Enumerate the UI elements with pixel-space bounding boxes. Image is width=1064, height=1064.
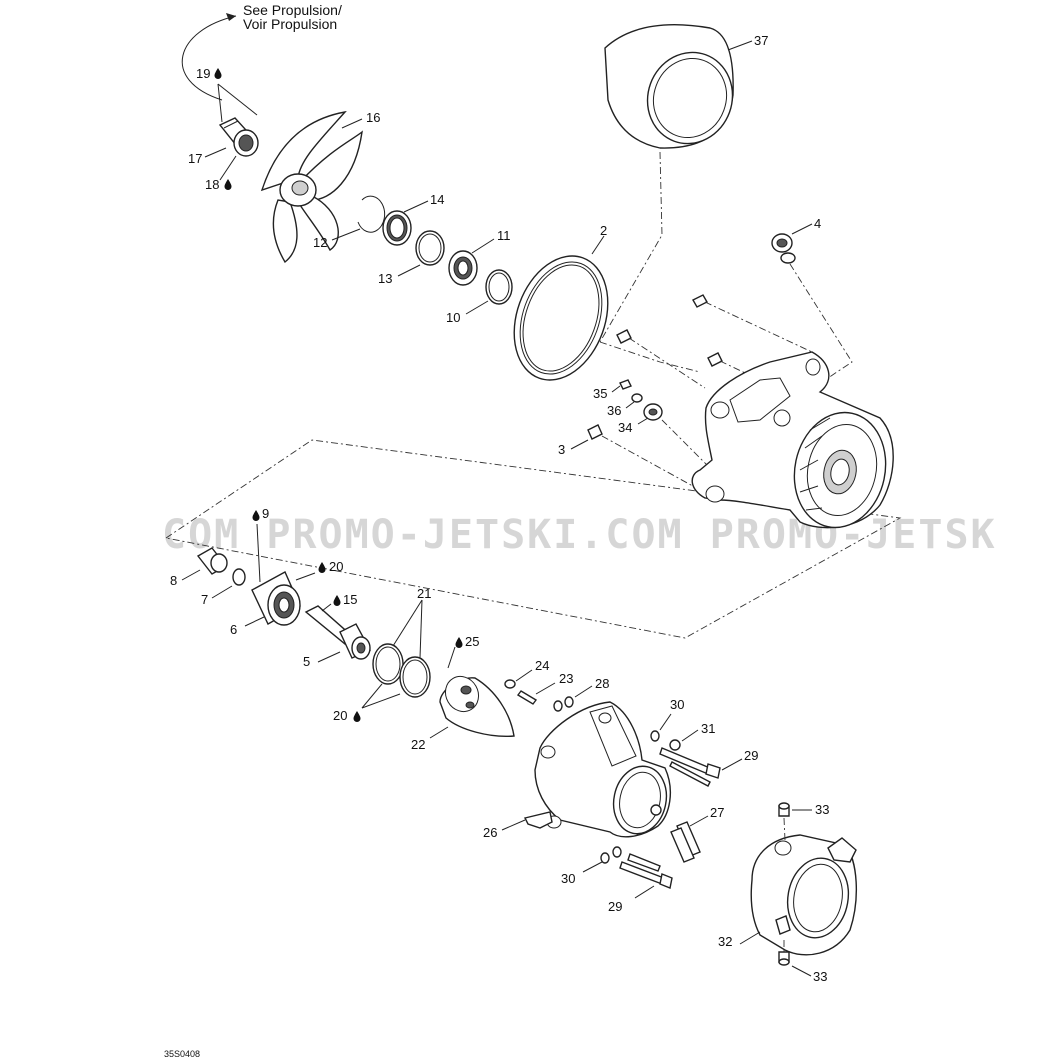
leader-37 [599,151,663,343]
part-label-29-top: 29 [744,748,758,763]
part-label-29-bottom: 29 [608,899,622,914]
part-33-bolt-bottom [778,951,790,966]
drawing-code: 35S0408 [164,1049,200,1059]
part-30-washers-lower [600,846,622,864]
part-label-22: 22 [411,737,425,752]
oil-drop-icon [214,68,222,79]
see-propulsion-label: See Propulsion/ [243,2,342,18]
oil-drop-icon [455,637,463,648]
part-label-2: 2 [600,223,607,238]
leader-4 [789,263,853,381]
part-33-bolt-top [778,802,790,817]
part-31-washer [669,739,681,751]
part-29-bolt [659,747,721,787]
part-label-26: 26 [483,825,497,840]
venturi-housing [534,701,671,838]
part-6-bearing [251,571,301,626]
part-label-14: 14 [430,192,444,207]
part-label-6: 6 [230,622,237,637]
part-label-24: 24 [535,658,549,673]
part-label-11: 11 [497,228,511,243]
part-10-o-ring [485,269,513,305]
oil-drop-icon [224,179,232,190]
part-label-15: 15 [343,592,357,607]
part-label-12: 12 [313,235,327,250]
part-37-wear-ring [604,24,734,149]
part-34-nut [643,403,663,421]
part-30-washer [650,730,660,742]
housing-bolt [707,352,723,367]
part-label-18: 18 [205,177,219,192]
part-label-36: 36 [607,403,621,418]
part-8-spacer [196,547,228,575]
oil-drop-icon [353,711,361,722]
part-label-33-top: 33 [815,802,829,817]
assembly-outline-lower [165,439,902,639]
part-label-32: 32 [718,934,732,949]
part-label-33-bottom: 33 [813,969,827,984]
part-5-shaft [304,605,371,660]
part-12-circlip [357,195,386,233]
part-label-35: 35 [593,386,607,401]
part-label-16: 16 [366,110,380,125]
part-17-sleeve [218,117,259,157]
part-label-30-bottom: 30 [561,871,575,886]
part-label-20-bottom: 20 [333,708,347,723]
leader-2 [599,341,701,373]
part-27-pins [650,804,701,863]
part-label-3: 3 [558,442,565,457]
part-11-seal [448,250,478,286]
housing-bolt [616,329,632,344]
part-23-screw [516,690,538,705]
part-29-bolts-lower [619,853,673,889]
part-16-impeller [260,110,363,264]
oil-drop-icon [333,595,341,606]
part-label-37: 37 [754,33,768,48]
watermark-text: COM PROMO-JETSKI.COM PROMO-JETSK [162,512,997,558]
housing-bolt [692,294,708,308]
part-label-30-top: 30 [670,697,684,712]
part-21-o-ring [372,643,404,685]
part-label-9: 9 [262,506,269,521]
see-propulsion-arrow [181,15,237,101]
part-label-10: 10 [446,310,460,325]
oil-drop-icon [318,562,326,573]
part-label-13: 13 [378,271,392,286]
pump-housing [691,351,894,529]
part-label-8: 8 [170,573,177,588]
part-label-17: 17 [188,151,202,166]
part-4-fitting [771,233,796,264]
part-13-o-ring [415,230,445,266]
part-label-20-top: 20 [329,559,343,574]
part-label-5: 5 [303,654,310,669]
part-label-4: 4 [814,216,821,231]
part-2-large-ring [513,255,609,381]
part-7-o-ring [232,568,246,586]
part-22-cone [439,675,515,738]
part-32-steering-nozzle [750,834,858,956]
part-label-34: 34 [618,420,632,435]
part-36-washer [631,393,643,403]
part-24-washer [504,679,516,689]
part-label-25: 25 [465,634,479,649]
part-21-o-ring [399,656,431,698]
part-35-screw [619,379,632,390]
part-3-screw [587,424,603,440]
part-label-31: 31 [701,721,715,736]
part-28-o-rings [553,696,574,712]
part-label-23: 23 [559,671,573,686]
part-label-21: 21 [417,586,431,601]
part-14-washer [382,210,412,246]
part-label-28: 28 [595,676,609,691]
part-label-19: 19 [196,66,210,81]
part-label-7: 7 [201,592,208,607]
voir-propulsion-label: Voir Propulsion [243,16,337,32]
part-label-27: 27 [710,805,724,820]
part-26-bracket [523,811,553,829]
